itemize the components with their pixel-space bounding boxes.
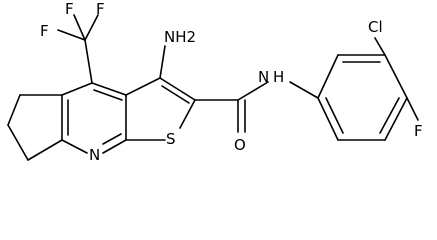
bond-c3-c2-inner bbox=[161, 85, 190, 104]
bond-ar-4-inner bbox=[379, 97, 400, 134]
bond-ar-6-inner bbox=[325, 97, 344, 134]
bond-c2-s bbox=[179, 99, 196, 129]
atom-label-amide-h: H bbox=[273, 68, 284, 86]
bond-n-c8a bbox=[61, 139, 88, 154]
atom-label-ring-n: N bbox=[89, 146, 100, 164]
bond-ar-4 bbox=[384, 97, 408, 141]
bond-c3-nh2 bbox=[159, 45, 166, 79]
atom-label-f-top: F bbox=[65, 0, 74, 18]
atom-label-oxygen: O bbox=[234, 136, 246, 154]
bond-c7a-n-inner bbox=[102, 133, 122, 145]
bond-cf3-to-ring bbox=[84, 39, 93, 84]
bond-c4-c3a-inner bbox=[93, 89, 123, 101]
bond-cf3-f-top bbox=[73, 14, 86, 41]
atom-label-f-left: F bbox=[40, 22, 49, 40]
bond-ar-cl bbox=[374, 37, 386, 56]
bond-ar-1 bbox=[317, 54, 339, 99]
bond-cf3-f-left bbox=[57, 29, 86, 41]
bond-cp-2 bbox=[7, 94, 21, 126]
atom-label-amino: NH2 bbox=[164, 28, 196, 46]
atom-label-sulfur: S bbox=[166, 130, 176, 148]
atom-label-aryl-f: F bbox=[414, 122, 423, 140]
bond-c7a-n bbox=[102, 139, 127, 154]
bond-carbonyl-n bbox=[237, 81, 269, 101]
bond-c4a-c4 bbox=[61, 82, 93, 96]
bond-cf3-f-right bbox=[84, 14, 99, 41]
atom-label-f-right: F bbox=[96, 0, 105, 18]
bond-c3-c2 bbox=[159, 77, 196, 101]
structure-drawing: F F F NH2 N H O S N Cl F bbox=[7, 0, 423, 164]
bond-ar-6 bbox=[317, 97, 339, 141]
molecule-canvas: F F F NH2 N H O S N Cl F bbox=[7, 0, 423, 164]
atom-label-amide-n: N bbox=[258, 68, 269, 86]
bond-cp-4 bbox=[27, 139, 63, 161]
bond-c4-c3a bbox=[91, 82, 127, 96]
atom-label-chlorine: Cl bbox=[368, 18, 383, 36]
bond-ar-3 bbox=[384, 54, 408, 99]
bond-c3a-c3 bbox=[125, 77, 161, 96]
bond-cp-3 bbox=[7, 124, 29, 161]
bond-ar-f bbox=[406, 97, 419, 121]
bond-n-aryl bbox=[289, 81, 319, 99]
